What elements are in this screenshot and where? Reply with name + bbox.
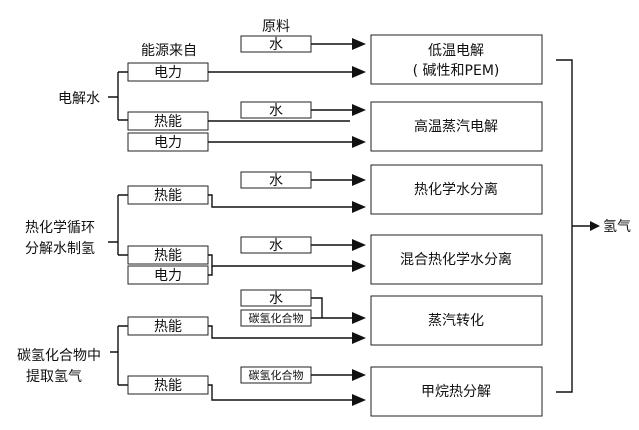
process-hybrid-split	[370, 234, 543, 285]
label-heat-4: 热能	[154, 319, 182, 335]
label-water-1: 水	[269, 37, 283, 53]
header-energy-source: 能源来自	[141, 43, 197, 59]
process-high-temp-electrolysis	[370, 101, 543, 152]
process-methane-label: 甲烷热分解	[421, 384, 491, 400]
process-low-temp-electrolysis	[370, 34, 543, 85]
process-steam-reforming-label: 蒸汽转化	[428, 313, 484, 329]
process-low-temp-line1: 低温电解	[428, 43, 484, 59]
category-electrolysis: 电解水	[58, 91, 100, 107]
process-high-temp-label: 高温蒸汽电解	[414, 118, 498, 135]
label-water-5: 水	[269, 291, 283, 307]
label-water-3: 水	[269, 173, 283, 189]
label-heat-1: 热能	[154, 114, 182, 130]
process-thermochemical-label: 热化学水分离	[414, 181, 498, 198]
process-steam-reforming	[370, 295, 543, 346]
process-methane-cracking	[370, 366, 543, 417]
output-hydrogen: 氢气	[603, 219, 631, 235]
category-thermochemical-line2: 分解水制氢	[25, 241, 95, 257]
category-hydrocarbon-line2: 提取氢气	[26, 369, 82, 385]
label-hydrocarbon-1: 碳氢化合物	[249, 311, 304, 325]
label-hydrocarbon-2: 碳氢化合物	[249, 368, 304, 382]
process-thermochemical-split	[370, 164, 543, 215]
connector-lines	[208, 43, 352, 401]
label-water-4: 水	[269, 238, 283, 254]
label-electricity-1: 电力	[154, 65, 182, 81]
header-raw-material: 原料	[262, 19, 290, 35]
label-heat-3: 热能	[154, 248, 182, 264]
label-water-2: 水	[269, 103, 283, 119]
label-heat-5: 热能	[154, 378, 182, 394]
category-hydrocarbon-line1: 碳氢化合物中	[17, 348, 101, 364]
arrowheads	[352, 38, 366, 406]
label-electricity-2: 电力	[154, 135, 182, 151]
output-bracket	[556, 59, 600, 393]
process-hybrid-label: 混合热化学水分离	[400, 251, 512, 268]
label-heat-2: 热能	[154, 188, 182, 204]
category-thermochemical-line1: 热化学循环	[25, 220, 95, 236]
left-brackets	[108, 71, 128, 386]
process-low-temp-line2: ( 碱性和PEM)	[413, 63, 500, 79]
label-electricity-3: 电力	[154, 268, 182, 284]
